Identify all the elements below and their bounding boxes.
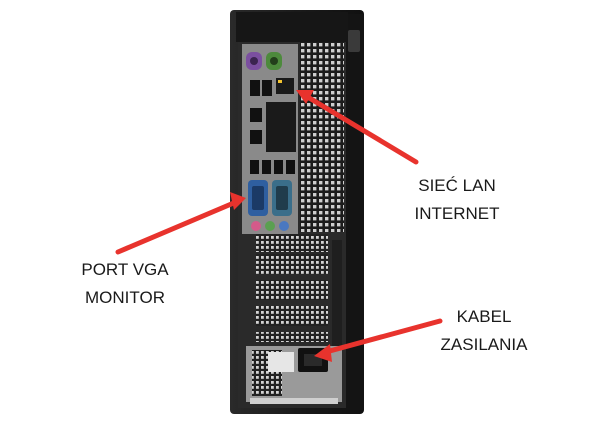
audio-jack-pink xyxy=(251,221,261,231)
case-top-band xyxy=(236,12,348,42)
arrow-vga xyxy=(115,192,246,255)
case-side-edge xyxy=(342,14,364,410)
audio-jack-blue xyxy=(279,221,289,231)
io-dark-cover xyxy=(266,102,296,152)
expansion-slot-4 xyxy=(256,332,328,342)
serial-port-pins xyxy=(276,186,288,210)
expansion-slots xyxy=(256,240,342,350)
psu-sticker xyxy=(268,352,294,372)
power-cable-label: KABEL ZASILANIA xyxy=(428,303,540,359)
lan-port-led xyxy=(278,80,282,83)
audio-jack-green xyxy=(265,221,275,231)
lan-label-line1: SIEĆ LAN xyxy=(418,176,496,195)
usb-port-6 xyxy=(274,160,283,174)
ps2-keyboard-socket xyxy=(270,57,278,65)
mid-ventilation-grille xyxy=(256,234,328,252)
vga-monitor-label: PORT VGA MONITOR xyxy=(62,256,188,312)
slot-bracket xyxy=(332,240,342,350)
arrow-lan xyxy=(296,90,419,165)
upper-ventilation-grille xyxy=(300,42,344,232)
expansion-slot-3 xyxy=(256,306,328,326)
power-label-line2: ZASILANIA xyxy=(440,335,528,354)
vga-label-line1: PORT VGA xyxy=(81,260,169,279)
usb-port-1 xyxy=(250,80,260,96)
lan-label-line2: INTERNET xyxy=(414,204,500,223)
release-latch xyxy=(348,30,360,52)
expansion-slot-2 xyxy=(256,280,328,300)
io-shield xyxy=(242,44,298,234)
display-port xyxy=(250,108,262,122)
usb-port-4 xyxy=(250,160,259,174)
arrow-power xyxy=(314,318,443,362)
vga-label-line2: MONITOR xyxy=(85,288,165,307)
lan-internet-label: SIEĆ LAN INTERNET xyxy=(402,172,512,228)
expansion-slot-1 xyxy=(256,254,328,274)
ps2-mouse-socket xyxy=(250,57,258,65)
power-label-line1: KABEL xyxy=(456,307,512,326)
usb-port-5 xyxy=(262,160,271,174)
psu-label-strip xyxy=(250,398,338,404)
usb-port-2 xyxy=(262,80,272,96)
usb-port-7 xyxy=(286,160,295,174)
vga-port-pins xyxy=(252,186,264,210)
power-supply xyxy=(246,346,342,404)
usb-port-3 xyxy=(250,130,262,144)
